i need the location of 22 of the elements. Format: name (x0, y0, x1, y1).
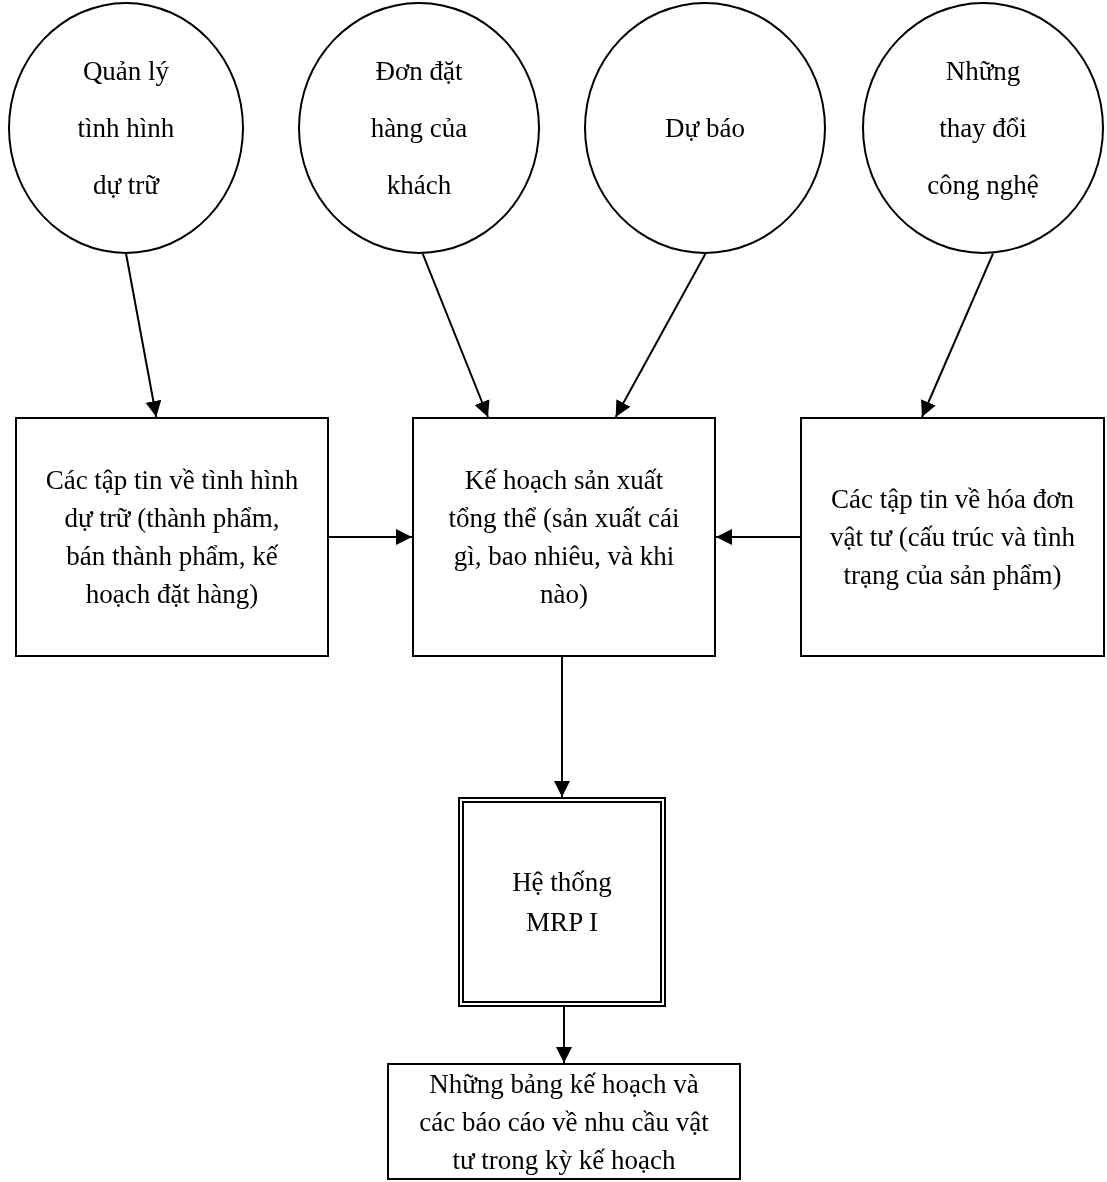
arrow (328, 529, 413, 545)
process-box (800, 417, 1105, 657)
process-box (412, 417, 716, 657)
node-label: Những bảng kế hoạch và các báo cáo về nhu cầu vật tư trong kỳ kế hoạch (418, 1067, 710, 1177)
node-label: Quản lý tình hình dự trữ (76, 54, 176, 202)
arrow (614, 253, 707, 418)
node-label: Dự báo (665, 111, 745, 145)
process-box (387, 1063, 741, 1180)
node-label: Kế hoạch sản xuất tổng thể (sản xuất cái gì, bao nhiêu, và khi nào) (447, 464, 681, 611)
node-label: Hệ thống MRP I (511, 866, 613, 939)
node-label: Những thay đổi công nghệ (926, 54, 1040, 202)
arrow (125, 253, 162, 418)
node-label: Các tập tin về tình hình dự trữ (thành phẩm, bán thành phẩm, kế hoạch đặt hàng) (44, 464, 300, 611)
arrow (556, 1006, 572, 1064)
arrow (715, 529, 801, 545)
system-box (458, 797, 666, 1007)
node-label: Đơn đặt hàng của khách (369, 54, 469, 202)
arrow (554, 656, 570, 798)
arrow (421, 252, 490, 418)
arrow (921, 252, 994, 418)
node-label: Các tập tin về hóa đơn vật tư (cấu trúc và tình trạng của sản phẩm) (829, 483, 1076, 592)
process-box (15, 417, 329, 657)
